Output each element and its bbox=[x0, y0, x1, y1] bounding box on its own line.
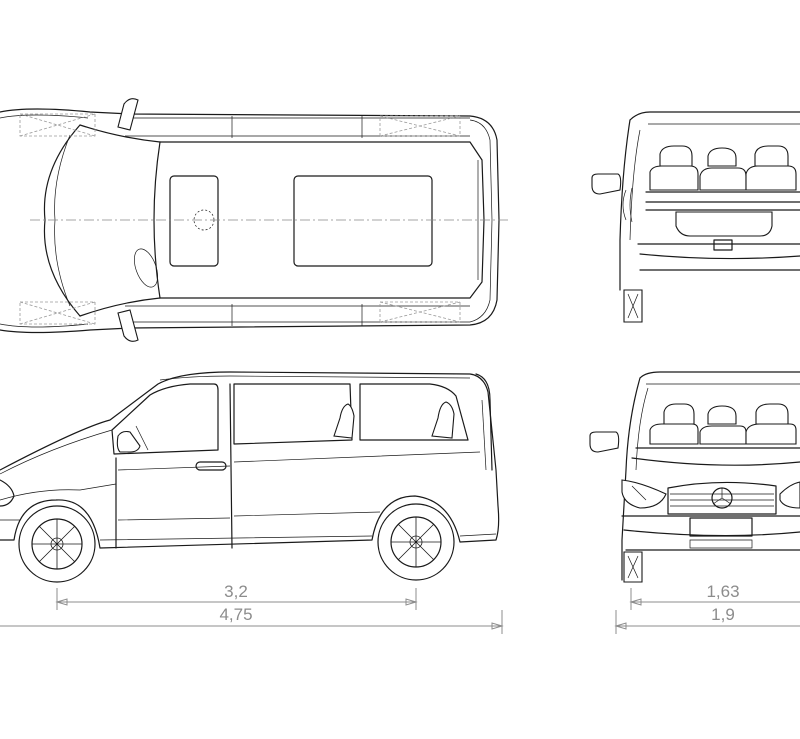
side-view bbox=[0, 371, 500, 583]
track-dimension-label: 1,63 bbox=[706, 582, 739, 601]
rear-view bbox=[591, 111, 800, 323]
front-view bbox=[589, 371, 800, 583]
wheelbase-dimension-label: 3,2 bbox=[224, 582, 248, 601]
width-dimension-label: 1,9 bbox=[711, 605, 735, 624]
dimension-lines bbox=[0, 588, 800, 634]
length-dimension-label: 4,75 bbox=[219, 605, 252, 624]
top-view bbox=[0, 98, 510, 342]
